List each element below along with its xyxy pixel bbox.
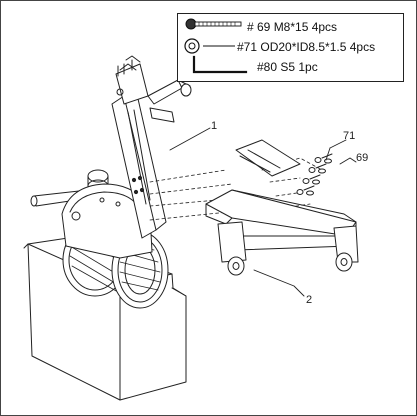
bolt-icon xyxy=(185,18,242,30)
callout-washer-71: 71 xyxy=(343,130,356,142)
legend-item-washer: #71 OD20*ID8.5*1.5 4pcs xyxy=(237,40,376,54)
fastener-group xyxy=(296,153,333,196)
rear-base-frame xyxy=(205,139,359,276)
leader-lines xyxy=(169,127,357,297)
callout-bolt-69: 69 xyxy=(356,152,369,164)
legend-item-hex-key: #80 S5 1pc xyxy=(257,60,318,74)
hex-key-icon xyxy=(192,55,248,74)
callout-part-1: 1 xyxy=(211,120,218,132)
washer-leader xyxy=(203,45,235,47)
legend-item-bolt: # 69 M8*15 4pcs xyxy=(247,20,338,34)
upright-frame xyxy=(111,55,192,239)
callout-part-2: 2 xyxy=(306,294,313,306)
flywheel-housing xyxy=(61,183,153,259)
washer-icon xyxy=(184,38,200,54)
